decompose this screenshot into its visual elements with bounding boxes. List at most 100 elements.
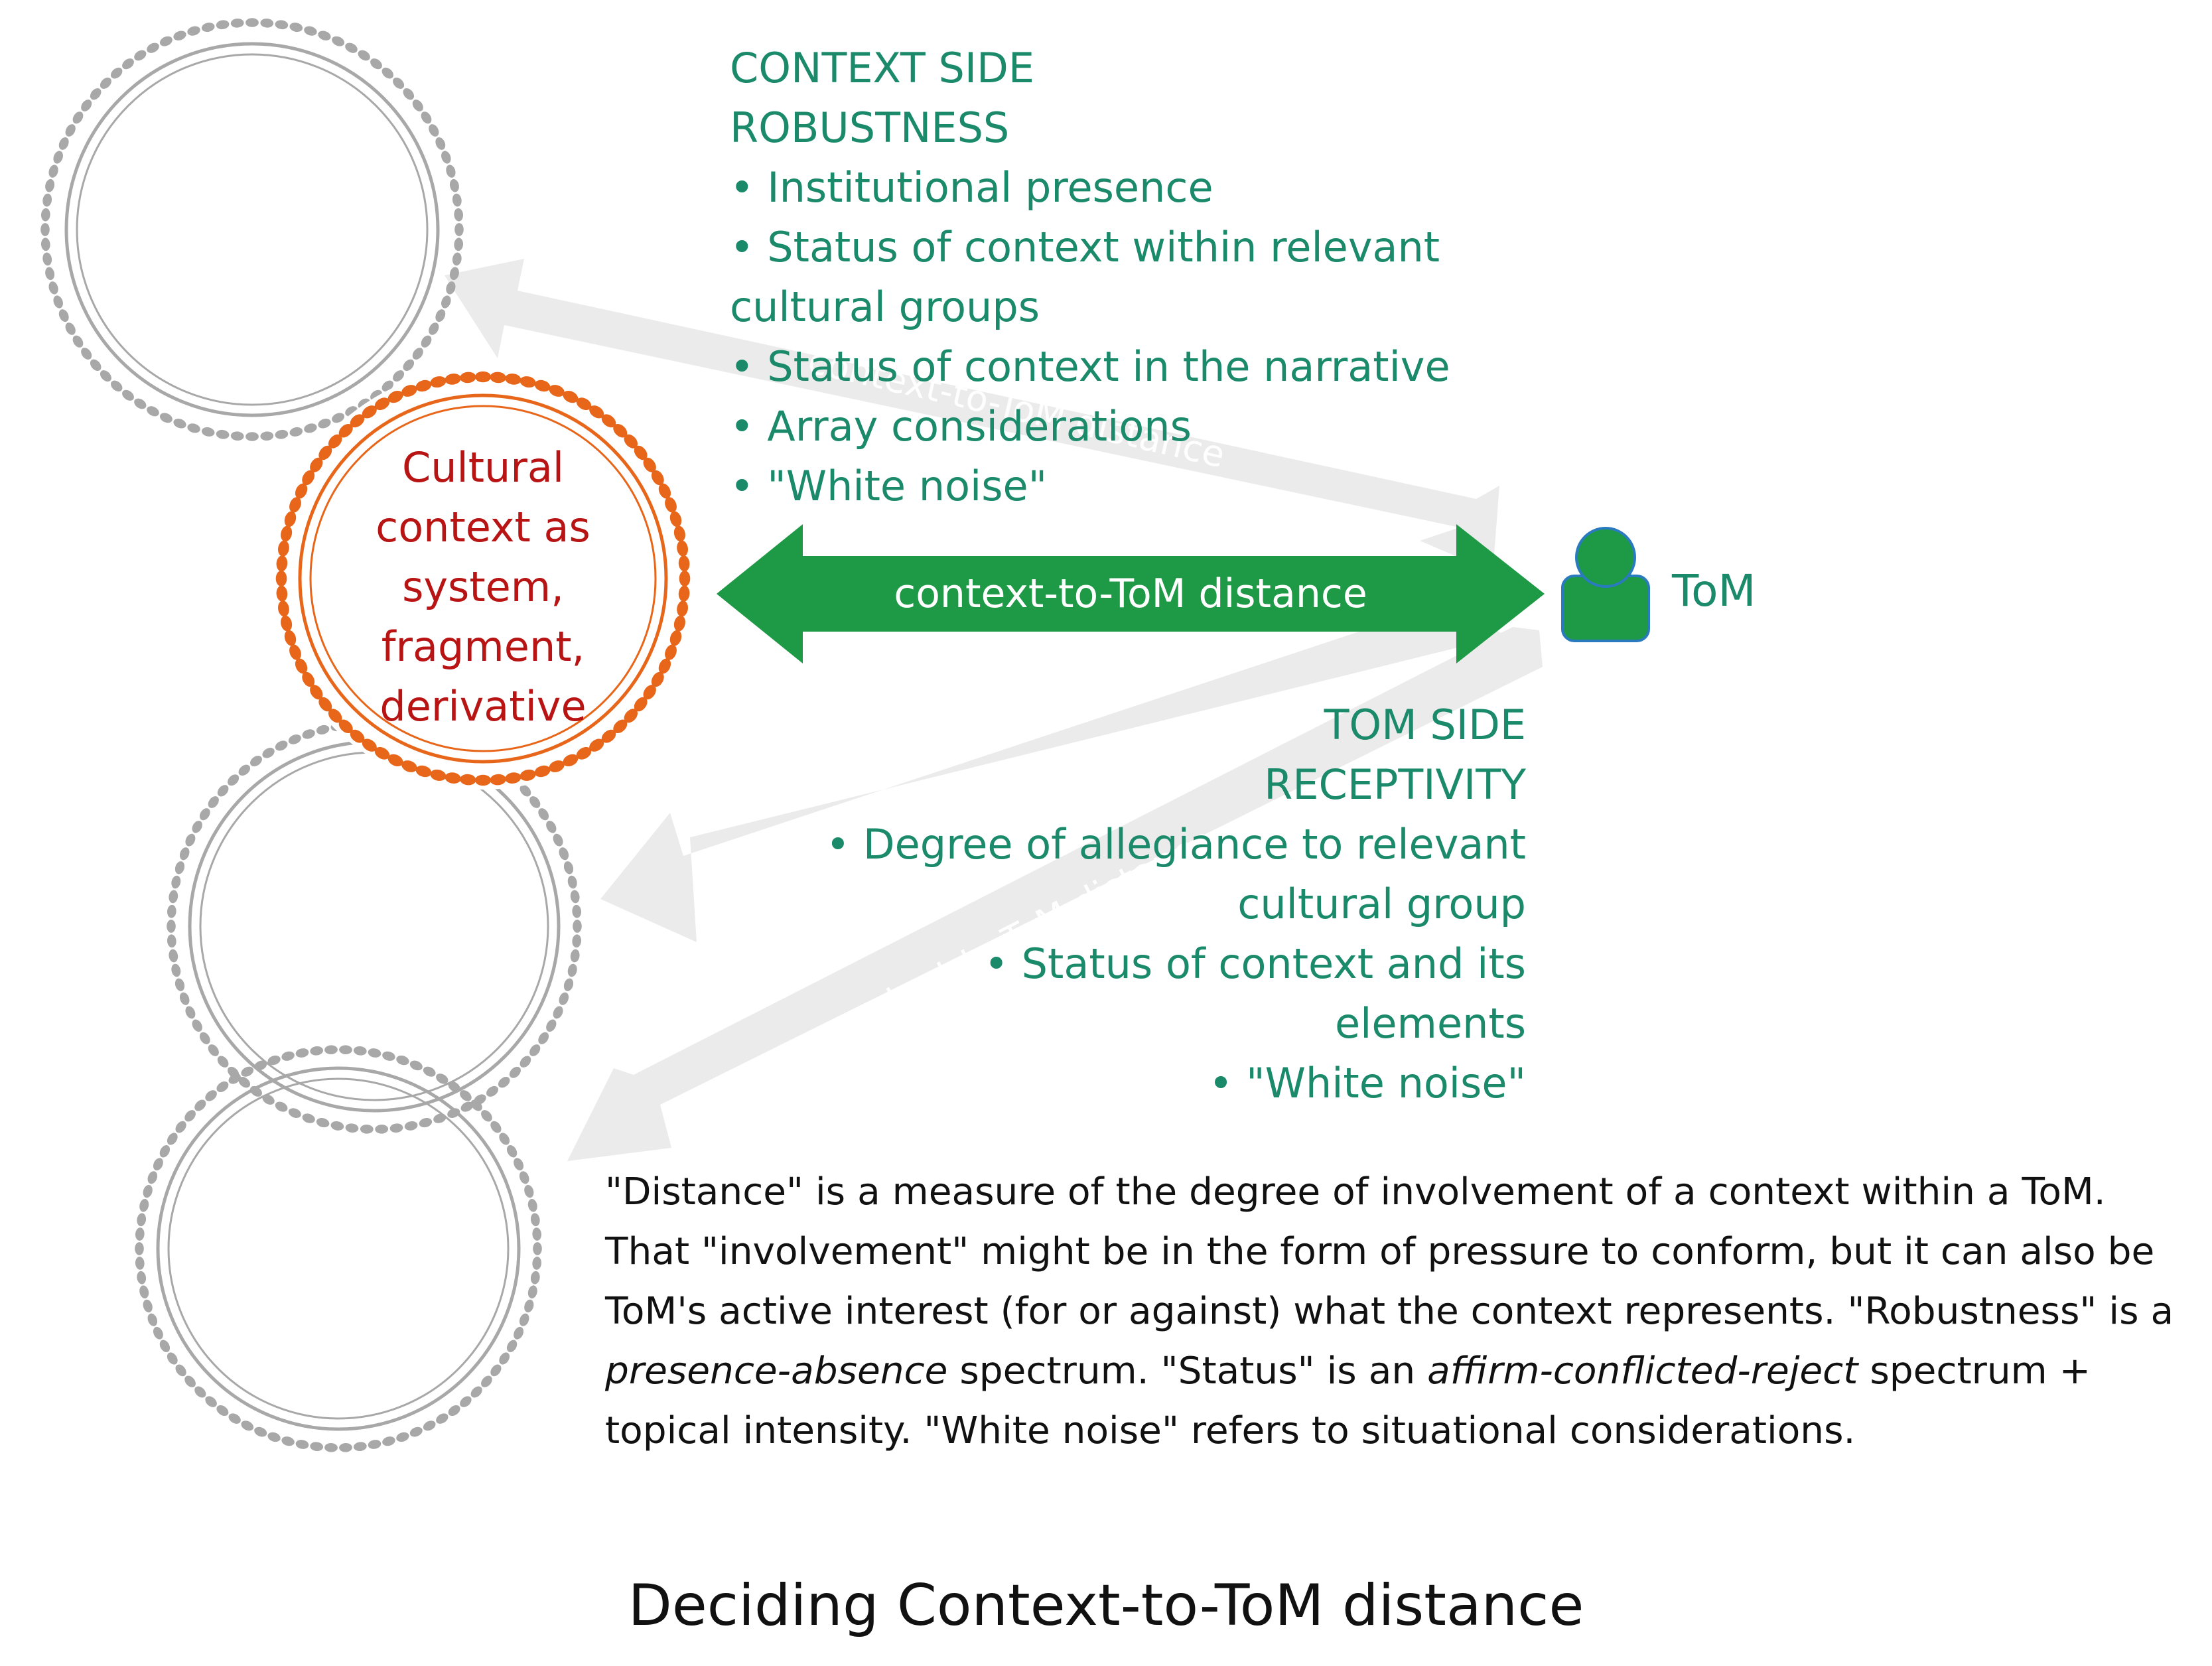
ring-dot (275, 20, 289, 30)
ring-dot (147, 1171, 158, 1184)
ring-dot (289, 497, 301, 513)
ring-dot (302, 470, 315, 486)
ring-dot (601, 729, 616, 743)
ring-dot (374, 746, 390, 760)
ring-dot (110, 380, 123, 392)
ring-dot (559, 847, 569, 861)
ring-dot (430, 376, 447, 388)
ring-dot (173, 31, 186, 40)
ring-dot (589, 738, 604, 752)
ring-dot (374, 397, 390, 411)
ring-dot (147, 406, 159, 417)
ring-dot (72, 335, 84, 348)
ring-dot (393, 370, 405, 382)
ring-dot (446, 281, 456, 295)
ring-dot (678, 555, 690, 572)
ring-dot (276, 555, 288, 572)
description-text: "Distance" is a measure of the degree of… (605, 1170, 2174, 1333)
ring-dot (295, 1440, 309, 1449)
ring-dot (396, 1432, 409, 1442)
ring-dot (58, 137, 69, 150)
ring-dot (254, 1060, 267, 1071)
ring-dot (441, 151, 451, 164)
ring-dot (423, 1066, 436, 1077)
ring-dot (216, 20, 230, 30)
ring-dot (409, 1426, 423, 1437)
ring-dot (284, 511, 297, 527)
ring-dot (110, 67, 123, 79)
ring-dot (401, 385, 417, 397)
ring-dot (403, 359, 415, 372)
ring-dot (563, 390, 579, 403)
ring-dot (486, 1085, 498, 1097)
ring-dot (187, 423, 200, 433)
ring-dot (368, 1048, 381, 1058)
ring-dot (421, 335, 432, 348)
ring-dot (228, 1074, 241, 1084)
ring-dot (509, 1066, 521, 1078)
ring-dot (260, 18, 274, 28)
ring-dot (194, 1386, 206, 1398)
ring-dot (572, 904, 582, 918)
ring-dot (328, 709, 342, 723)
ring-dot (490, 372, 506, 383)
ring-dot (412, 348, 423, 360)
ring-dot (563, 754, 579, 767)
ring-dot (250, 756, 262, 767)
ring-dot (415, 765, 432, 778)
ring-dot (275, 570, 287, 587)
ring-dot (339, 1045, 352, 1055)
ring-dot (505, 772, 521, 784)
ring-dot (452, 193, 462, 207)
ring-dot (267, 1432, 281, 1442)
ring-dot (534, 380, 551, 392)
ring-dot (228, 774, 240, 786)
ring-dot (454, 223, 464, 236)
ring-dot (153, 1326, 163, 1340)
ring-dot (573, 920, 582, 933)
ring-dot (275, 429, 289, 439)
ring-dot (519, 376, 536, 388)
ring-dot (310, 457, 323, 472)
ring-dot (276, 585, 288, 602)
ring-dot (241, 1421, 254, 1431)
ring-dot (665, 644, 677, 660)
ring-dot (669, 630, 682, 646)
ring-dot (332, 413, 345, 423)
ring-dot (382, 1436, 395, 1446)
ring-dot (396, 1055, 409, 1066)
ring-dot (45, 267, 55, 281)
ring-dot (40, 223, 50, 236)
ring-dot (72, 111, 84, 124)
ring-dot (217, 785, 229, 797)
ring-dot (436, 1413, 449, 1424)
ring-dot (281, 1051, 295, 1061)
ring-dot (338, 719, 353, 734)
ring-dot (302, 729, 315, 739)
ring-dot (519, 785, 531, 797)
ring-dot (677, 540, 689, 557)
ring-dot (490, 1364, 502, 1377)
ring-dot (295, 1048, 309, 1058)
tom-side-title: TOM SIDE (1324, 701, 1526, 749)
ring-dot (353, 1046, 367, 1056)
context-bullet: • Status of context within relevant (730, 223, 1440, 271)
ring-dot (362, 405, 377, 419)
ring-dot (454, 208, 464, 222)
ring-dot (135, 1242, 144, 1255)
ring-dot (205, 1396, 217, 1407)
ring-dot (350, 729, 365, 743)
ring-dot (65, 124, 76, 137)
ring-dot (643, 685, 656, 700)
ring-dot (358, 50, 370, 61)
ring-dot (289, 644, 301, 660)
ring-dot (289, 427, 303, 437)
ring-dot (421, 111, 432, 124)
ring-dot (530, 1213, 540, 1227)
ring-dot (435, 309, 446, 322)
ring-dot (216, 1405, 229, 1416)
ring-dot (339, 1442, 352, 1452)
ring-dot (441, 295, 451, 309)
ring-dot (529, 796, 541, 808)
